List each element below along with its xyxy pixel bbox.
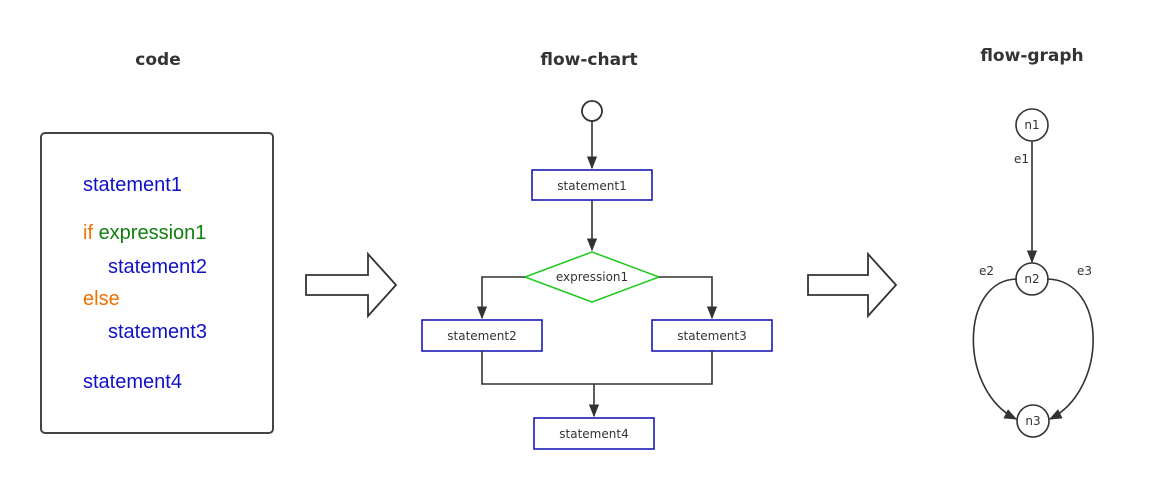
code-statement3: statement3 <box>108 321 207 343</box>
code-statement4: statement4 <box>83 371 182 393</box>
start-node <box>581 100 603 122</box>
transition-arrow-2 <box>807 251 898 319</box>
graph-edge-e2 <box>972 278 1018 420</box>
else-keyword: else <box>83 288 120 310</box>
code-title: code <box>135 50 181 70</box>
flow-graph-title: flow-graph <box>980 46 1084 66</box>
connector-cond-s2 <box>476 276 525 320</box>
graph-edge-e2-label: e2 <box>979 264 994 278</box>
connector-s2-merge <box>481 351 713 385</box>
graph-node-n1-label: n1 <box>1024 118 1039 132</box>
flow-chart-title: flow-chart <box>540 50 638 70</box>
flow-statement3-box <box>651 319 773 352</box>
code-expression1: expression1 <box>98 222 207 244</box>
code-statement1: statement1 <box>83 174 182 196</box>
graph-edge-e1-label: e1 <box>1014 152 1029 166</box>
flow-statement4-label: statement4 <box>559 427 628 441</box>
flow-statement3-label: statement3 <box>677 329 746 343</box>
flow-statement4-box <box>533 417 655 450</box>
graph-node-n2-label: n2 <box>1024 272 1039 286</box>
if-keyword: if <box>83 222 93 244</box>
decision-diamond <box>522 251 662 303</box>
flow-statement1-label: statement1 <box>557 179 626 193</box>
code-if-line: if expression1 <box>83 222 206 245</box>
connector-cond-s3 <box>659 276 718 320</box>
flow-statement2-label: statement2 <box>447 329 516 343</box>
code-panel <box>40 132 274 434</box>
graph-edge-e3-label: e3 <box>1077 264 1092 278</box>
graph-node-n3-label: n3 <box>1025 414 1040 428</box>
transition-arrow-1 <box>305 251 398 319</box>
flow-statement2-box <box>421 319 543 352</box>
graph-node-n3 <box>1016 404 1050 438</box>
decision-label: expression1 <box>556 270 628 284</box>
graph-edge-e3 <box>1046 278 1094 420</box>
code-statement2: statement2 <box>108 256 207 278</box>
